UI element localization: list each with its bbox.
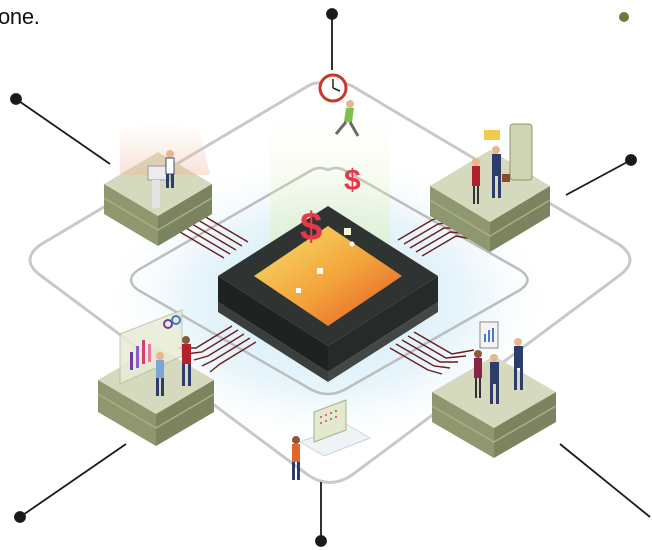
connector-dot-bottom — [315, 535, 327, 547]
terminal-operator-figure — [292, 436, 300, 480]
connector-dot-top-right — [625, 154, 637, 166]
outer-ring — [28, 81, 632, 484]
svg-text:$: $ — [344, 164, 361, 197]
meeting-team-figures — [474, 338, 523, 404]
accent-dot — [619, 12, 629, 22]
runner-figure — [318, 73, 360, 137]
central-chip — [218, 206, 438, 382]
connector-dot-top — [326, 8, 338, 20]
connector-dot-bottom-left — [14, 511, 26, 523]
platform-top-right — [429, 123, 551, 252]
svg-text:$: $ — [300, 205, 322, 249]
platform-bottom-right — [431, 321, 557, 458]
business-team-figures — [472, 146, 510, 204]
connectors — [10, 8, 651, 547]
terminal-station — [292, 399, 372, 480]
platform-top-left — [103, 123, 213, 246]
presenter-figure — [165, 150, 175, 188]
dollar-icon: $ $ — [300, 164, 361, 249]
connector-dot-top-left — [10, 93, 22, 105]
platform-bottom-left — [97, 309, 215, 446]
caption-text: one. — [0, 4, 40, 29]
analytics-screen — [119, 309, 183, 385]
analytics-team-figures — [156, 336, 191, 396]
terminal-screen — [313, 399, 347, 443]
